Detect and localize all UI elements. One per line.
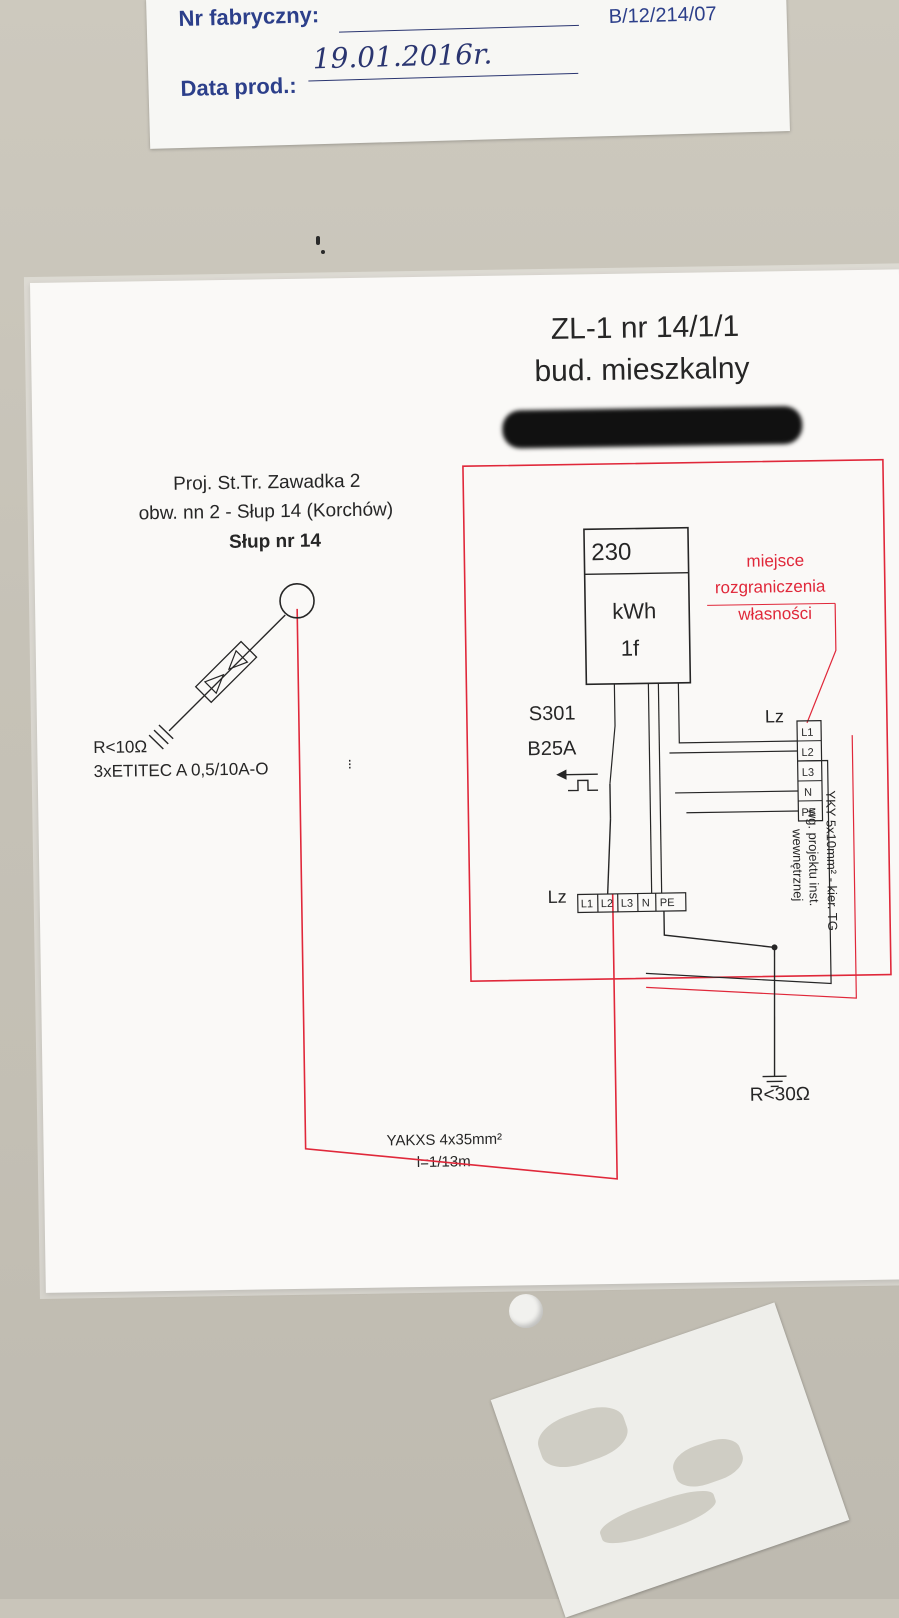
meter-terminal-l1: L1 xyxy=(801,727,813,739)
meter-terminal-l3: L3 xyxy=(802,767,814,779)
sheet-speck: ⁝ xyxy=(347,756,352,773)
boundary-pointer xyxy=(805,603,837,722)
meter-terminal-l2: L2 xyxy=(801,747,813,759)
label-code: B/12/214/07 xyxy=(608,3,716,29)
surface-mark xyxy=(316,236,320,245)
breaker-terminal-pe: PE xyxy=(660,897,675,909)
supply-cable-line xyxy=(297,604,617,1184)
ground-wiring xyxy=(664,909,787,1088)
schematic-sheet: ZL-1 nr 14/1/1 bud. mieszkalny Proj. St.… xyxy=(30,269,899,1293)
production-date-label: Data prod.: xyxy=(180,73,297,102)
breaker-terminal-l2: L2 xyxy=(601,898,613,910)
meter-box xyxy=(584,528,690,685)
ground-junction xyxy=(771,944,777,950)
surface-mark xyxy=(321,250,325,254)
serial-number-line xyxy=(339,25,579,33)
meter-terminal-pe: PE xyxy=(801,807,816,819)
breaker-symbol xyxy=(558,770,612,895)
worn-sticker xyxy=(491,1302,850,1617)
breaker-terminal-l3: L3 xyxy=(621,898,633,910)
breaker-terminal-labels: L1 L2 L3 N PE xyxy=(581,897,675,910)
breaker-terminal-l1: L1 xyxy=(581,898,593,910)
arrester-ground-symbol xyxy=(149,725,173,749)
schematic-drawing: L1 L2 L3 N PE L1 L2 L3 xyxy=(30,269,899,1293)
breaker-terminal-n: N xyxy=(642,897,650,909)
meter-terminal-n: N xyxy=(804,787,812,799)
manufacturer-label: Nr fabryczny: Data prod.: 19.01.2016r. B… xyxy=(146,0,790,149)
arrester-wire xyxy=(167,615,287,731)
outgoing-cable-bracket xyxy=(642,735,856,1001)
boundary-underline xyxy=(707,603,835,605)
cabinet-hole xyxy=(509,1294,543,1328)
meter-divider xyxy=(585,573,689,575)
serial-number-label: Nr fabryczny: xyxy=(178,2,319,32)
enclosure-outline xyxy=(463,460,891,982)
arrester-symbol xyxy=(196,642,257,703)
production-date-value: 19.01.2016r. xyxy=(312,37,492,75)
